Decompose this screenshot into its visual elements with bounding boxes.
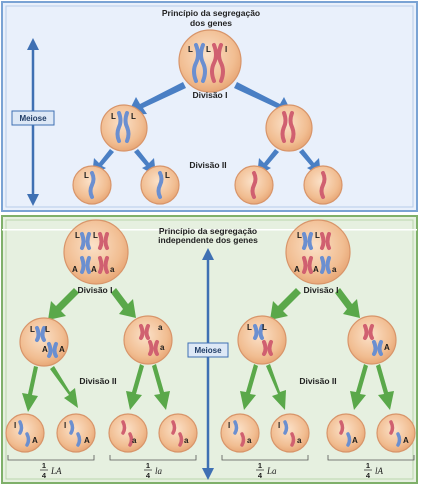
svg-text:4: 4 <box>258 471 263 480</box>
bottom-gamete-8: A <box>376 413 416 453</box>
svg-text:1: 1 <box>258 461 262 470</box>
bp-left-A2: A <box>91 265 97 274</box>
bp-left-L1: L <box>75 231 80 240</box>
d1c1-L2: L <box>45 325 50 334</box>
bottom-division1-arrows <box>48 288 360 320</box>
bottom-division1-right: Divisão I <box>304 285 339 295</box>
fraction-2: 1 4 la <box>144 461 163 480</box>
g4-a: a <box>184 436 189 445</box>
fraction-3: 1 4 La <box>256 461 277 480</box>
svg-text:4: 4 <box>42 471 47 480</box>
top-d1-cell-left: L L <box>100 104 148 152</box>
fraction-2-label: la <box>155 466 163 476</box>
bp-left-A1: A <box>72 265 78 274</box>
svg-text:1: 1 <box>146 461 150 470</box>
d1c4-A1: A <box>384 343 390 352</box>
bottom-parent-left: L L A A a <box>63 219 129 285</box>
d1c1-A1: A <box>42 345 48 354</box>
top-gamete-2: L <box>140 165 180 205</box>
bottom-gamete-5: l a <box>220 413 260 453</box>
fraction-4: 1 4 lA <box>364 461 384 480</box>
fraction-3-label: La <box>266 466 277 476</box>
bottom-gamete-2: l A <box>56 413 96 453</box>
bp-right-A2: A <box>313 265 319 274</box>
bp-left-a1: a <box>110 265 115 274</box>
fraction-4-label: lA <box>375 466 384 476</box>
fraction-1: 1 4 LA <box>40 461 62 480</box>
bottom-meiose-arrow: Meiose <box>187 248 229 480</box>
top-title-line1: Princípio da segregação <box>162 8 260 18</box>
bottom-title-line1: Princípio da segregação <box>159 226 257 236</box>
g2-A: A <box>84 436 90 445</box>
top-division1-label: Divisão I <box>193 90 228 100</box>
g2-l: l <box>64 421 66 430</box>
bp-right-L1: L <box>297 231 302 240</box>
left-d1-allele-2: L <box>131 112 136 121</box>
top-division2-label: Divisão II <box>189 160 226 170</box>
bp-right-A1: A <box>294 265 300 274</box>
left-d1-allele-1: L <box>111 112 116 121</box>
top-title-line2: dos genes <box>190 18 232 28</box>
top-gamete-4 <box>303 165 343 205</box>
bottom-title-line2: independente dos genes <box>158 235 258 245</box>
bottom-gamete-3: a <box>108 413 148 453</box>
parent-allele-2: L <box>206 45 211 54</box>
d1c3-L1: L <box>247 323 252 332</box>
bp-right-a1: a <box>332 265 337 274</box>
bottom-division2-right: Divisão II <box>299 376 336 386</box>
g5-a: a <box>247 436 252 445</box>
top-meiose-label: Meiose <box>19 114 47 123</box>
svg-text:1: 1 <box>42 461 46 470</box>
bottom-division1-left: Divisão I <box>78 285 113 295</box>
bottom-d1-cell-3: L L <box>237 315 287 365</box>
bottom-division2-arrows <box>22 364 394 412</box>
parent-allele-3: l <box>225 45 227 54</box>
bottom-meiose-label: Meiose <box>194 346 222 355</box>
top-parent-cell: L L l <box>178 29 242 93</box>
g1-A: A <box>32 436 38 445</box>
g6-a: a <box>297 436 302 445</box>
parent-allele-1: L <box>188 45 193 54</box>
bp-left-L2: L <box>93 231 98 240</box>
g5-l: l <box>228 421 230 430</box>
bottom-d1-cell-1: L L A A <box>19 317 69 367</box>
top-d1-cell-right <box>265 104 313 152</box>
fraction-brackets <box>7 455 415 461</box>
top-gamete-3 <box>234 165 274 205</box>
top-gamete-1: L <box>72 165 112 205</box>
g8-A: A <box>403 436 409 445</box>
bottom-d1-cell-2: a a <box>123 315 173 365</box>
svg-text:4: 4 <box>366 471 371 480</box>
bp-right-L2: L <box>315 231 320 240</box>
svg-text:4: 4 <box>146 471 151 480</box>
fraction-1-label: LA <box>50 466 62 476</box>
d1c2-a1: a <box>158 323 163 332</box>
bottom-gamete-1: l A <box>5 413 45 453</box>
bottom-gamete-6: l a <box>270 413 310 453</box>
d1c1-A2: A <box>59 345 65 354</box>
g6-l: l <box>278 421 280 430</box>
bottom-d1-cell-4: A <box>347 315 397 365</box>
d1c3-L2: L <box>262 323 267 332</box>
gamete1-allele: L <box>84 171 89 180</box>
g1-l: l <box>14 421 16 430</box>
svg-text:1: 1 <box>366 461 370 470</box>
g3-a: a <box>132 436 137 445</box>
g7-A: A <box>352 436 358 445</box>
d1c2-a2: a <box>160 343 165 352</box>
top-meiose-arrow: Meiose <box>11 38 55 206</box>
bottom-gamete-4: a <box>158 413 198 453</box>
top-division1-arrows <box>127 82 293 115</box>
d1c1-L1: L <box>30 325 35 334</box>
bottom-division2-left: Divisão II <box>79 376 116 386</box>
bottom-gamete-7: A <box>326 413 366 453</box>
gamete2-allele: L <box>165 171 170 180</box>
bottom-parent-right: L L A A a <box>285 219 351 285</box>
